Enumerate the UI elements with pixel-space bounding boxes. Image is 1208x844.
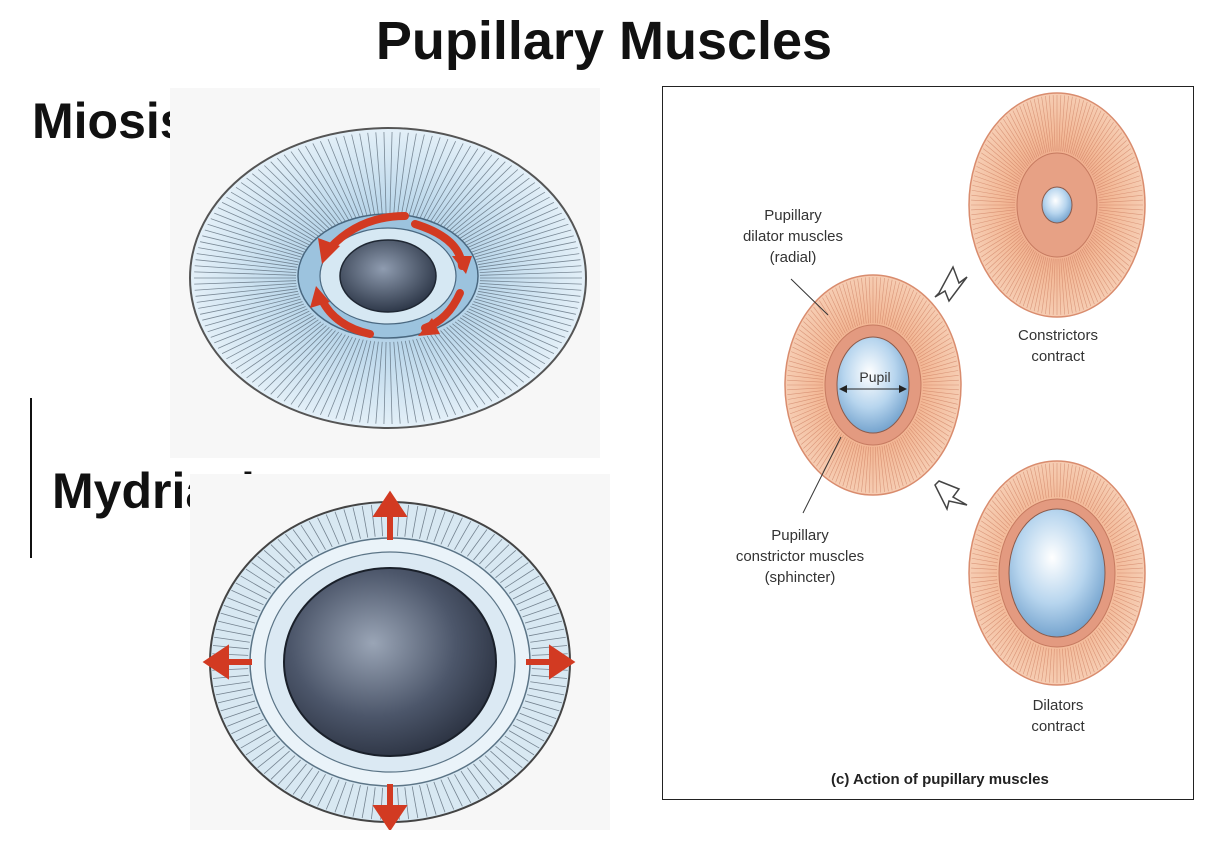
label-pupil: Pupil [859,369,891,385]
miosis-pupil [339,239,437,313]
arrow-down-right-icon [934,480,968,512]
constricted-eye [968,92,1146,318]
pupillary-muscles-diagram: Pupillary dilator muscles (radial) Pupil… [662,86,1194,800]
divider-line [30,398,32,558]
center-eye [784,274,962,496]
mydriasis-illustration [190,474,610,830]
dilated-eye [968,460,1146,686]
diagram-drawing [784,92,1146,686]
label-constrictors-contract: Constrictors contract [1017,327,1099,365]
arrow-up-right-icon [934,265,968,303]
diagram-caption: (c) Action of pupillary muscles [831,771,1049,788]
label-dilators-contract: Dilators contract [1031,697,1085,735]
page-title: Pupillary Muscles [375,11,833,71]
label-constrictor-muscles: Pupillary constrictor muscles (sphincter… [735,527,865,586]
miosis-illustration [170,88,600,458]
mydriasis-pupil [283,567,497,757]
label-dilator-muscles: Pupillary dilator muscles (radial) [742,207,844,266]
miosis-heading: Miosis [32,93,188,149]
